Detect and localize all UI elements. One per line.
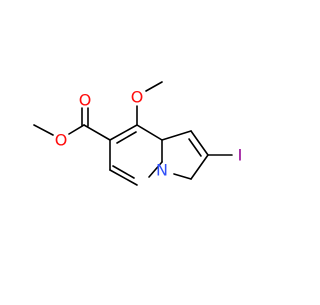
bond-c7-c8-inner (116, 131, 137, 144)
bond-ometh-ch3 (145, 81, 163, 92)
bond-c5-c6-inner (112, 165, 135, 179)
bond-c8a-c1 (161, 130, 192, 141)
atom-label-methoxy-oxygen: O (131, 88, 144, 107)
bond-c1-c2 (190, 130, 209, 156)
bond-c3-n (173, 173, 192, 180)
atom-label-iodine: I (238, 146, 243, 165)
bond-oester-ch3 (33, 124, 54, 136)
atom-label-ester-oxygen: O (55, 131, 68, 150)
atom-labels: O O O N I (55, 88, 243, 180)
molecule-diagram: O O O N I (33, 81, 243, 186)
bond-c7-c8 (109, 124, 138, 141)
atom-label-ring-nitrogen: N (156, 161, 168, 180)
bonds (33, 81, 233, 186)
bond-c8-c8a (136, 124, 163, 141)
bond-carbonyl-oester (68, 124, 85, 135)
bond-n-c5 (148, 161, 163, 178)
bond-c2-c3 (190, 154, 209, 180)
structure-canvas: O O O N I (33, 81, 243, 186)
bond-c1-c2-inner (188, 138, 202, 157)
bond-c5-c6 (109, 169, 138, 186)
bond-c7-carbonyl (83, 124, 111, 141)
atom-label-carbonyl-oxygen: O (79, 91, 92, 110)
